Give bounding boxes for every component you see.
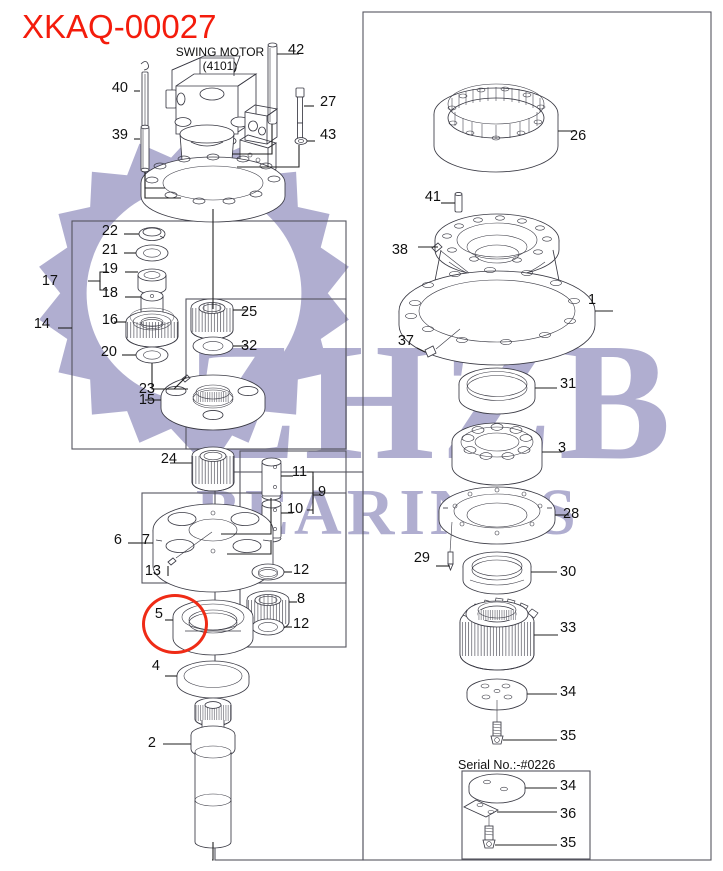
callout-number-35a: 35 <box>560 728 577 744</box>
callout-number-3: 3 <box>558 440 567 456</box>
callout-number-35b: 35 <box>560 835 577 851</box>
callout-number-19: 19 <box>101 261 118 277</box>
callout-number-11: 11 <box>292 464 308 480</box>
callout-number-18: 18 <box>101 285 118 301</box>
callout-number-37: 37 <box>397 333 414 349</box>
swing-motor-code: (4101) <box>202 58 238 73</box>
callout-number-14: 14 <box>33 316 50 332</box>
callout-number-36: 36 <box>560 806 577 822</box>
callout-number-13: 13 <box>144 563 161 579</box>
callout-number-33: 33 <box>560 620 577 636</box>
callout-number-32: 32 <box>241 338 258 354</box>
callout-number-43: 43 <box>320 127 337 143</box>
callout-number-7: 7 <box>141 532 150 548</box>
callout-number-25: 25 <box>241 304 258 320</box>
callout-number-20: 20 <box>100 344 117 360</box>
callout-number-6: 6 <box>113 532 122 548</box>
callout-number-28: 28 <box>563 506 580 522</box>
swing-motor-label: SWING MOTOR <box>175 45 265 59</box>
callout-number-39: 39 <box>111 127 128 143</box>
callout-number-29: 29 <box>413 550 430 566</box>
serial-number-note: Serial No.:-#0226 <box>458 758 556 772</box>
callout-number-27: 27 <box>320 94 337 110</box>
callout-number-26: 26 <box>570 128 587 144</box>
highlight-circle-part-5 <box>142 594 208 654</box>
callout-number-12b: 12 <box>293 616 310 632</box>
callout-number-31: 31 <box>560 376 577 392</box>
callout-number-9: 9 <box>318 484 327 500</box>
callout-number-40: 40 <box>111 80 128 96</box>
callout-number-1: 1 <box>588 292 597 308</box>
callout-number-42: 42 <box>288 42 305 58</box>
callout-number-30: 30 <box>560 564 577 580</box>
callout-number-17: 17 <box>41 273 58 289</box>
callout-number-34a: 34 <box>560 684 577 700</box>
callout-number-23: 23 <box>138 381 155 397</box>
callout-number-10: 10 <box>287 501 304 517</box>
callout-number-4: 4 <box>151 658 160 674</box>
page-title: XKAQ-00027 <box>22 8 217 45</box>
callout-number-34b: 34 <box>560 778 577 794</box>
callout-number-38: 38 <box>391 242 408 258</box>
callout-number-8: 8 <box>297 591 306 607</box>
callout-number-22: 22 <box>101 223 118 239</box>
callout-number-2: 2 <box>147 735 156 751</box>
callout-number-21: 21 <box>101 242 118 258</box>
callout-number-12a: 12 <box>293 562 310 578</box>
callout-number-24: 24 <box>160 451 177 467</box>
callout-number-41: 41 <box>424 189 441 205</box>
callout-number-16: 16 <box>101 312 118 328</box>
swing-motor-caption: SWING MOTOR (4101) <box>160 45 280 74</box>
